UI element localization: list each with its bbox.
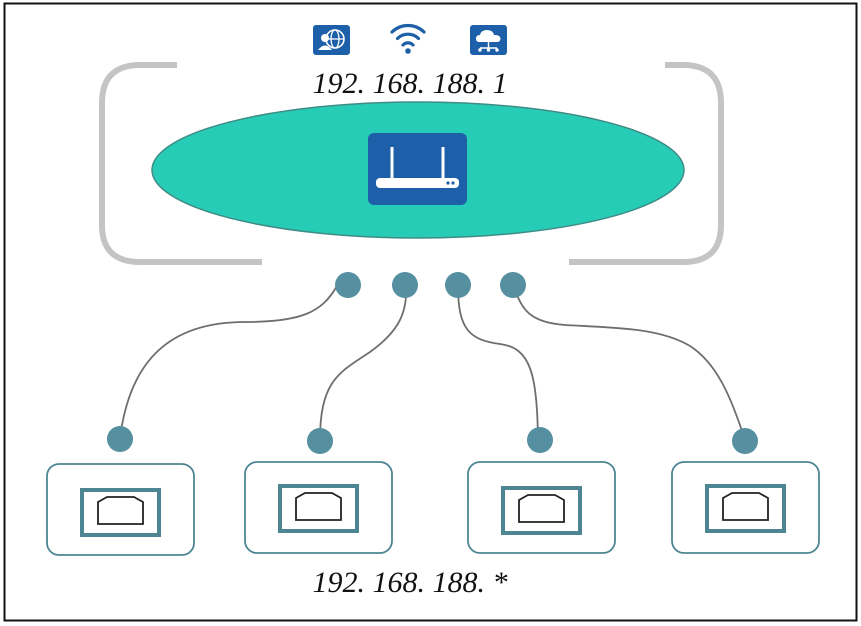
client-device-3 <box>467 461 616 554</box>
ethernet-port-icon <box>705 484 786 533</box>
cable-4 <box>512 285 746 441</box>
client-device-4 <box>671 461 820 554</box>
client-ip-label: 192. 168. 188. * <box>313 566 508 599</box>
router-port-2 <box>392 272 418 298</box>
client-port-1 <box>107 426 133 452</box>
right-bracket <box>569 62 724 265</box>
client-device-2 <box>244 461 393 554</box>
router-ip-label: 192. 168. 188. 1 <box>313 67 508 100</box>
client-device-1 <box>46 463 195 556</box>
wifi-icon <box>390 24 426 54</box>
ethernet-port-icon <box>80 488 161 537</box>
cloud-network-icon <box>470 25 507 55</box>
client-port-3 <box>527 427 553 453</box>
globe-support-icon <box>313 25 350 55</box>
client-port-2 <box>307 428 333 454</box>
router-port-3 <box>445 272 471 298</box>
ethernet-port-icon <box>278 484 359 533</box>
router-icon <box>368 133 467 205</box>
router-port-1 <box>335 272 361 298</box>
cable-1 <box>119 285 338 439</box>
left-bracket <box>99 62 262 265</box>
client-port-4 <box>732 428 758 454</box>
cable-3 <box>457 285 539 441</box>
router-port-4 <box>500 272 526 298</box>
cable-2 <box>319 284 408 441</box>
ethernet-port-icon <box>501 486 582 535</box>
